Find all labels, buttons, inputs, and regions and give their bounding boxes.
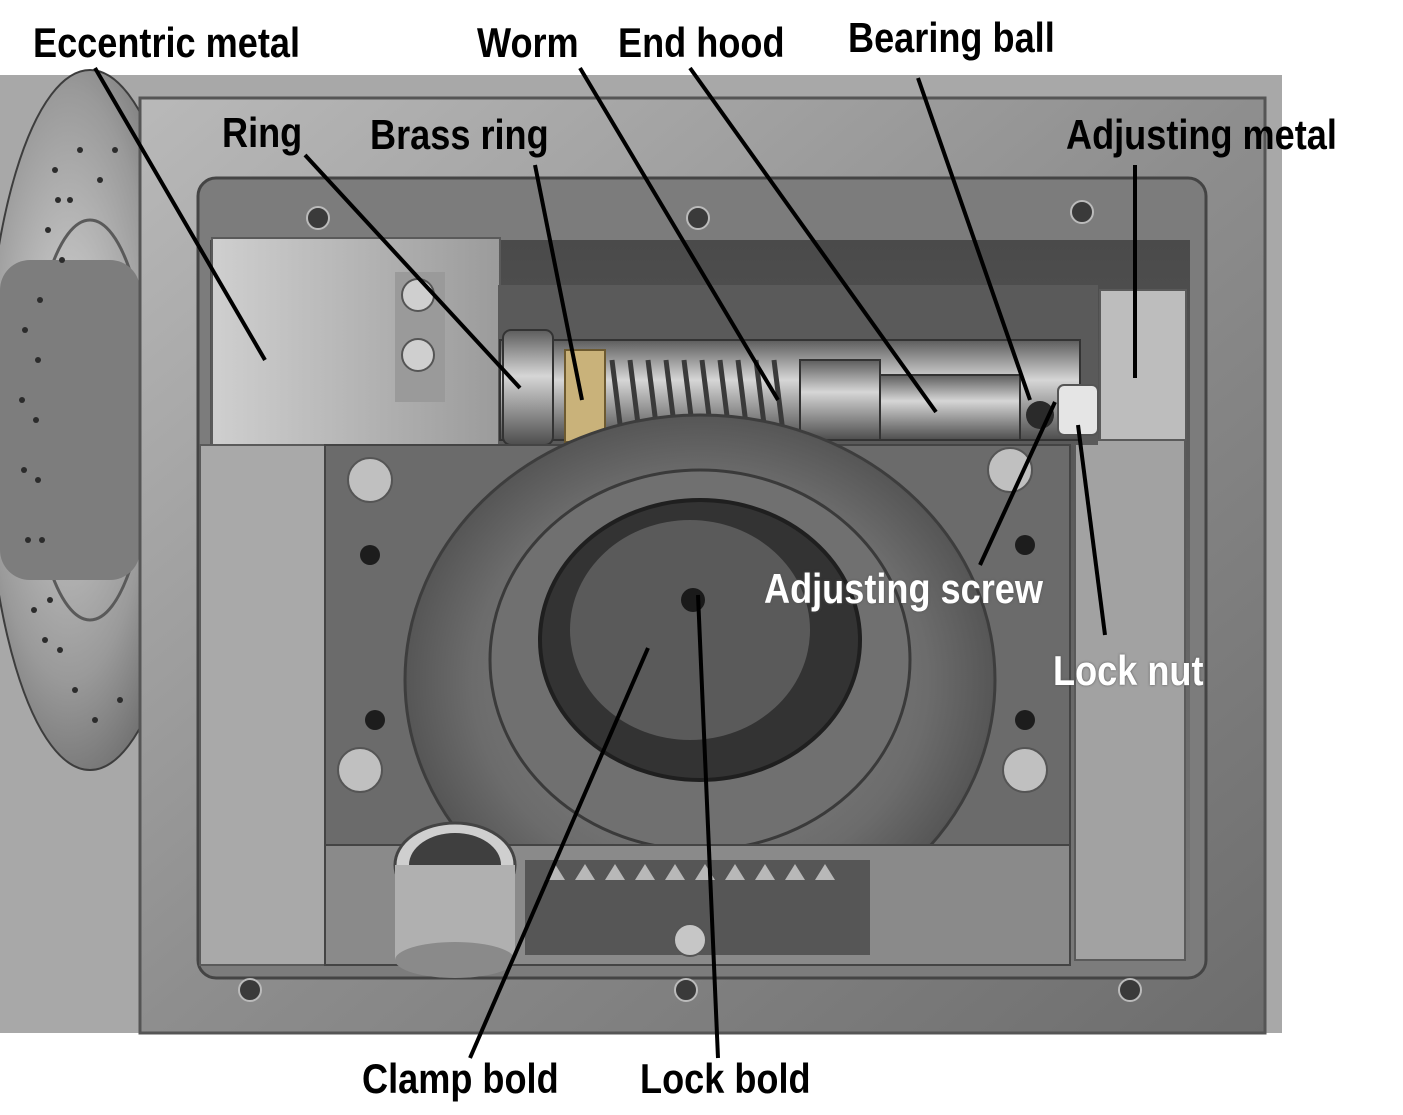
label-worm: Worm — [477, 19, 579, 66]
leader-line-ring — [303, 153, 522, 390]
leader-line-adjusting-screw — [978, 401, 1057, 566]
leader-line-bearing-ball — [916, 77, 1032, 401]
label-clamp-bold: Clamp bold — [362, 1055, 559, 1102]
worm-shaft-assembly — [498, 285, 1099, 446]
label-adjusting-screw: Adjusting screw — [764, 565, 1043, 612]
label-eccentric-metal: Eccentric metal — [33, 19, 301, 66]
label-brass-ring: Brass ring — [370, 111, 549, 158]
lower-gear-and-tube — [324, 821, 1071, 978]
leader-lines — [93, 66, 1137, 1059]
label-lock-nut: Lock nut — [1053, 647, 1204, 694]
leader-line-clamp-bold — [468, 647, 650, 1059]
leader-line-lock-nut — [1076, 424, 1107, 636]
label-end-hood: End hood — [618, 19, 785, 66]
adjusting-metal-block — [1074, 289, 1187, 961]
leader-line-brass-ring — [533, 164, 584, 401]
leader-line-lock-bold — [696, 594, 720, 1059]
label-adjusting-metal: Adjusting metal — [1066, 111, 1337, 158]
label-lock-bold: Lock bold — [640, 1055, 811, 1102]
label-bearing-ball: Bearing ball — [848, 14, 1055, 61]
label-ring: Ring — [222, 109, 303, 156]
leader-line-eccentric-metal — [93, 66, 267, 362]
leader-line-end-hood — [688, 66, 938, 414]
leader-line-worm — [578, 66, 780, 402]
